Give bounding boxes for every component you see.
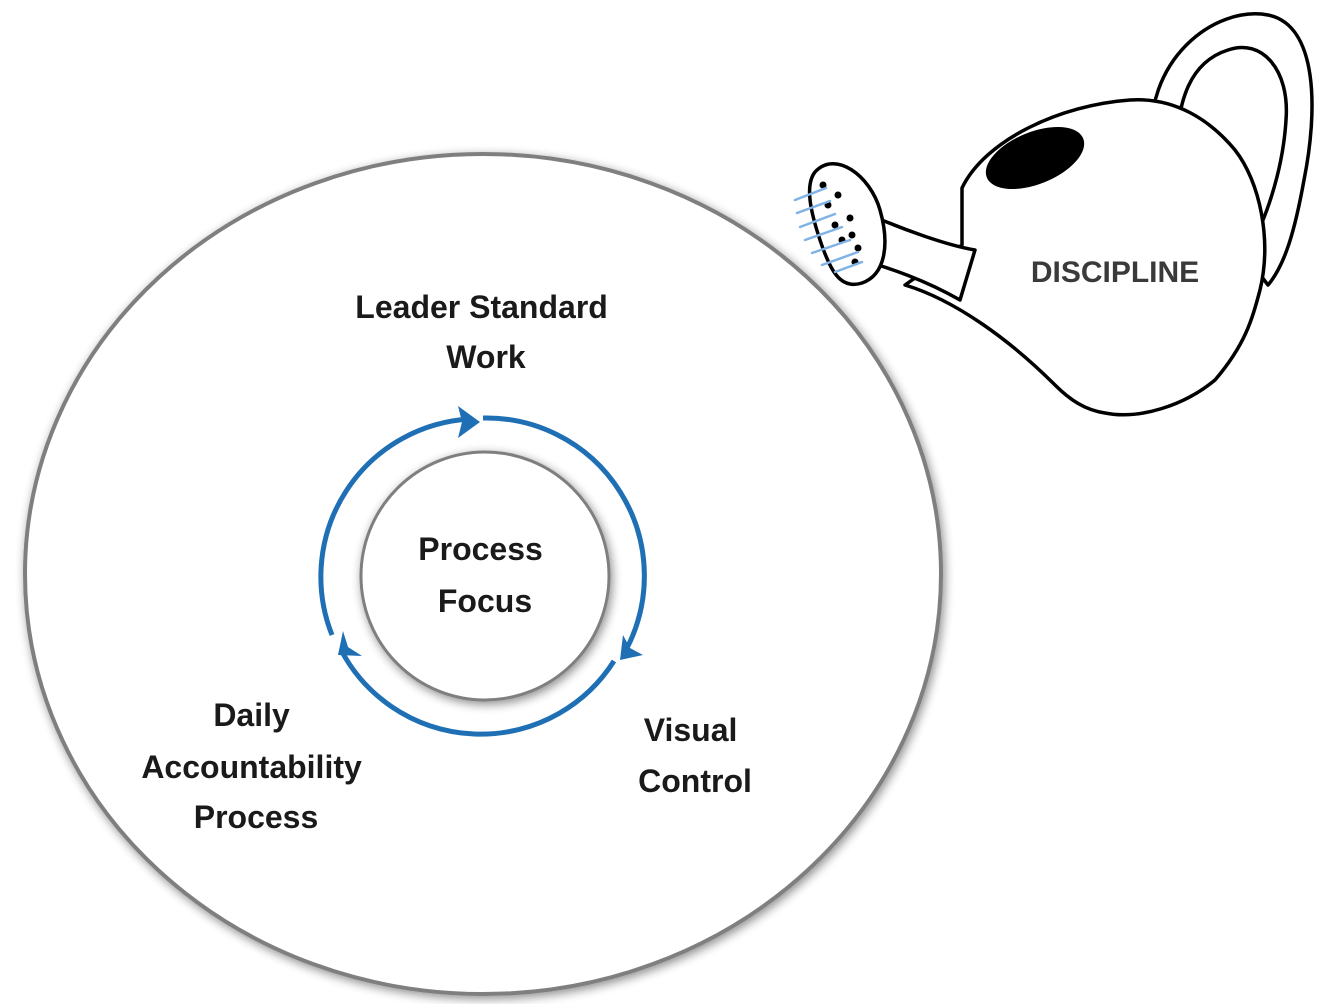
visual-control-label: Visual Control (638, 712, 752, 799)
cycle-arrows (318, 415, 647, 737)
arrow-top-to-right (482, 415, 647, 650)
arrowheads (338, 406, 643, 660)
discipline-label: DISCIPLINE (1031, 256, 1199, 289)
arrowhead-left (338, 631, 362, 656)
leader-standard-work-label: Leader Standard Work (355, 289, 616, 375)
water-drops (793, 186, 864, 274)
arrowhead-right (620, 635, 643, 660)
can-spout-head (807, 161, 887, 287)
arrow-left-to-top (318, 416, 471, 636)
daily-accountability-label: Daily Accountability Process (141, 697, 370, 835)
inner-circle (359, 450, 611, 702)
arrowhead-top (458, 406, 480, 438)
arrow-right-to-left (338, 648, 617, 737)
can-handle (1149, 12, 1314, 287)
watering-can-icon (807, 12, 1314, 417)
center-label: Process Focus (418, 531, 551, 619)
can-opening (985, 127, 1085, 189)
